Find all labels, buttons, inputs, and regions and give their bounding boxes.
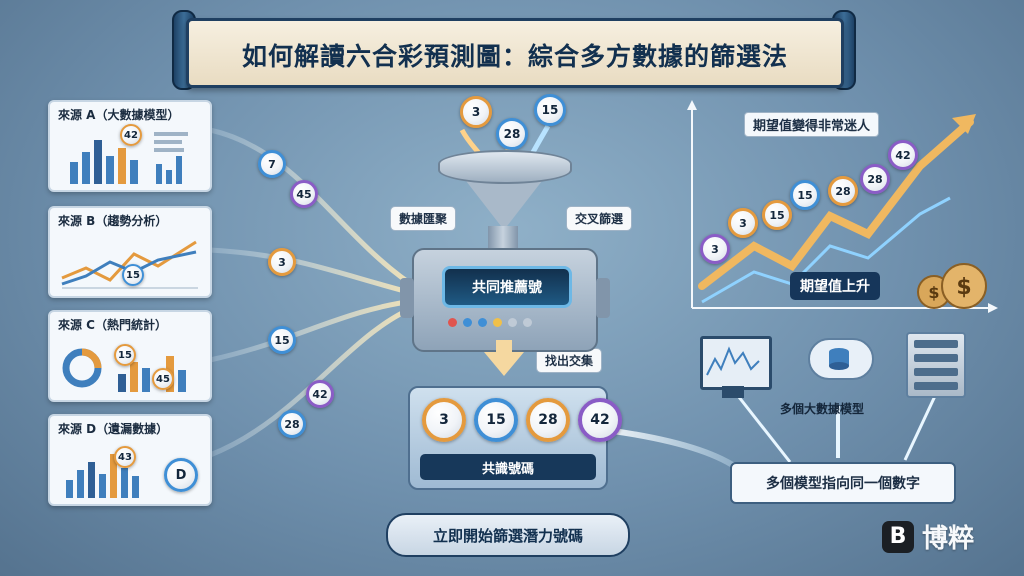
funnel-ball: 3 (460, 96, 492, 128)
chart-rise-label: 期望值上升 (790, 272, 880, 300)
page-title: 如何解讀六合彩預測圖：綜合多方數據的篩選法 (241, 42, 788, 71)
monitor-stand (722, 386, 744, 398)
brand-name: 博粹 (922, 524, 975, 554)
filter-machine: 共同推薦號 (400, 248, 610, 352)
chart-ball: 42 (888, 140, 918, 170)
stream-ball: 28 (278, 410, 306, 438)
stream-ball: 45 (290, 180, 318, 208)
badge-ball: D (164, 458, 198, 492)
down-arrow-icon (484, 352, 524, 376)
rising-trend-chart (687, 100, 998, 313)
money-bag-icon: $ $ (917, 263, 987, 309)
brand-mark-icon: B (882, 520, 914, 553)
source-label: 來源 D（遺漏數據） (58, 422, 169, 436)
start-filter-button[interactable]: 立即開始篩選潛力號碼 (386, 513, 630, 557)
indicator-lights (448, 318, 532, 327)
stream-ball: 7 (258, 150, 286, 178)
chart-ball: 3 (700, 234, 730, 264)
bar-chart-icon (66, 454, 139, 498)
funnel-neck (488, 226, 518, 250)
stream-ball: 3 (268, 248, 296, 276)
badge-ball: 42 (120, 124, 142, 146)
conclusion-box: 多個模型指向同一個數字 (730, 462, 956, 504)
chart-ball: 15 (790, 180, 820, 210)
stream-ball: 15 (268, 326, 296, 354)
badge-ball: 43 (114, 446, 136, 468)
chart-ball: 28 (860, 164, 890, 194)
source-label: 來源 B（趨勢分析） (58, 214, 168, 228)
title-banner: 如何解讀六合彩預測圖：綜合多方數據的篩選法 (186, 18, 844, 88)
badge-ball: 15 (122, 264, 144, 286)
source-card-c: 來源 C（熱門統計） 15 45 (48, 310, 212, 402)
chart-ball: 28 (828, 176, 858, 206)
result-ball: 28 (526, 398, 570, 442)
result-panel: 3 15 28 42 共識號碼 (408, 386, 622, 490)
chart-ball: 3 (728, 208, 758, 238)
brand-logo: B 博粹 (882, 518, 974, 555)
bar-chart-icon (70, 132, 188, 184)
badge-ball: 15 (114, 344, 136, 366)
source-card-a: 來源 A（大數據模型） 42 (48, 100, 212, 192)
svg-text:$: $ (928, 283, 939, 302)
monitor-icon (700, 336, 772, 390)
machine-knob-right (596, 278, 610, 318)
result-balls: 3 15 28 42 (422, 398, 622, 442)
tag-cross: 交叉篩選 (566, 206, 633, 231)
machine-knob-left (400, 278, 414, 318)
result-ball: 42 (578, 398, 622, 442)
down-arrow-stem (496, 340, 512, 354)
result-ball: 3 (422, 398, 466, 442)
badge-ball: 45 (152, 368, 174, 390)
models-label: 多個大數據模型 (780, 402, 865, 416)
stream-ball: 42 (306, 380, 334, 408)
tag-intersect: 找出交集 (536, 348, 603, 373)
source-label: 來源 A（大數據模型） (58, 108, 180, 122)
server-icon (906, 332, 966, 398)
chart-ball: 15 (762, 200, 792, 230)
funnel-ball: 15 (534, 94, 566, 126)
funnel-ball: 28 (496, 118, 528, 150)
result-label: 共識號碼 (420, 454, 596, 480)
source-card-d: 來源 D（遺漏數據） 43 D (48, 414, 212, 506)
machine-screen: 共同推薦號 (442, 266, 572, 308)
source-card-b: 來源 B（趨勢分析） 15 (48, 206, 212, 298)
svg-text:$: $ (956, 275, 971, 300)
funnel-rim (438, 150, 572, 184)
chart-title: 期望值變得非常迷人 (744, 112, 880, 137)
line-chart-icon (61, 240, 198, 289)
result-ball: 15 (474, 398, 518, 442)
cloud-database-icon (808, 338, 874, 380)
source-label: 來源 C（熱門統計） (58, 318, 167, 332)
tag-gather: 數據匯聚 (390, 206, 457, 231)
